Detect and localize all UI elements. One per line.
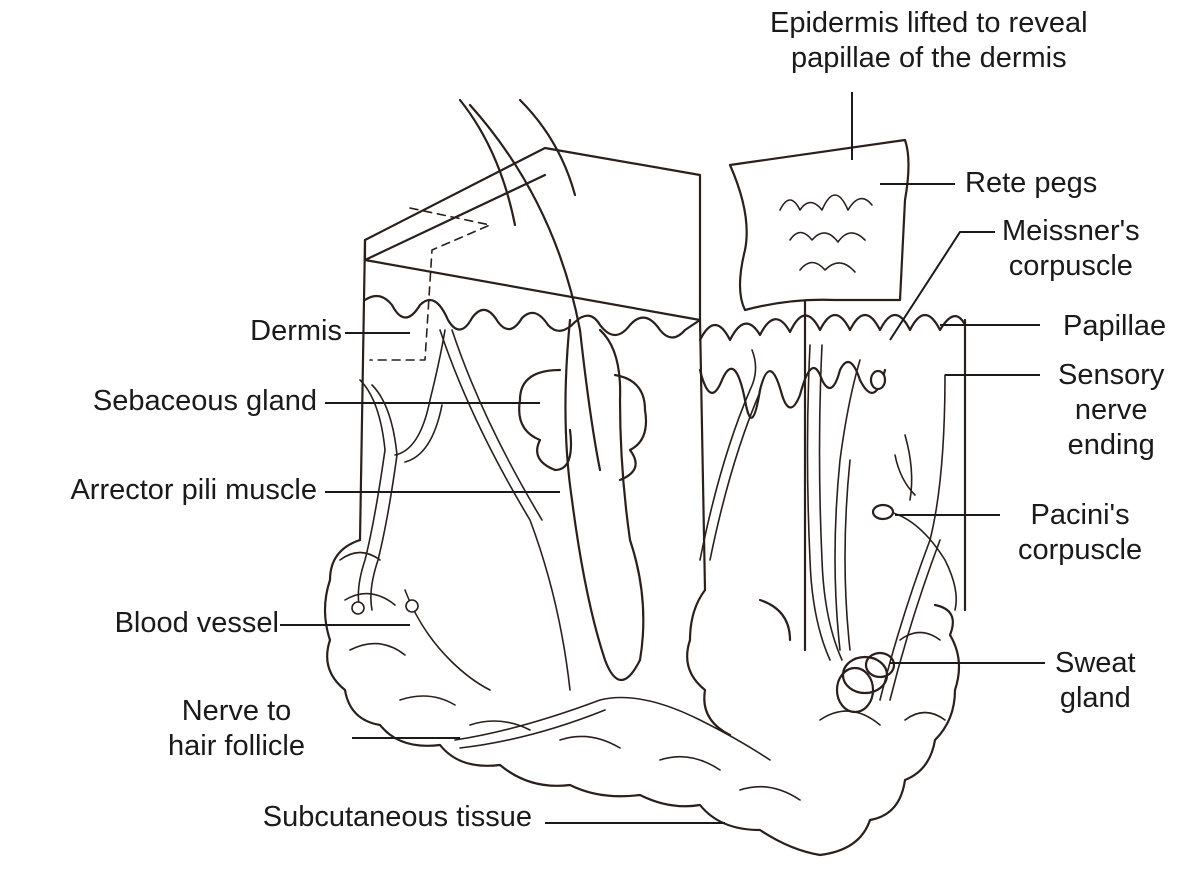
label-meissners: Meissner's corpuscle [1002,214,1140,284]
label-sweat-line1: Sweat [1055,646,1136,681]
label-epidermis-line2: papillae of the dermis [770,41,1088,76]
nerve-to-follicle-bundle [455,698,770,761]
blood-vessel-loop [395,330,445,462]
label-nerve-follicle: Nerve to hair follicle [168,694,305,764]
sebaceous-gland [519,370,571,470]
dermis-wavy-boundary [365,296,700,338]
label-sensory-line2: nerve [1058,393,1164,428]
fat-lobules-center [687,590,790,735]
label-sweat-gland: Sweat gland [1055,646,1136,716]
label-papillae: Papillae [1063,309,1166,344]
papillae-row [700,315,965,340]
label-dermis: Dermis [250,314,342,349]
cutout-dashed-outline [370,208,490,360]
label-sweat-line2: gland [1055,681,1136,716]
label-epidermis-lifted: Epidermis lifted to reveal papillae of t… [770,6,1088,76]
label-sebaceous: Sebaceous gland [93,384,317,419]
label-blood-vessel: Blood vessel [115,606,279,641]
block-right-face [700,300,965,650]
vessel-opening-2 [406,600,418,612]
hair-shaft-1 [460,100,515,225]
sensory-nerve-fibers [835,360,945,700]
label-meissners-line1: Meissner's [1002,214,1140,249]
blood-vessel-left [358,380,397,610]
label-pacinis-line1: Pacini's [1018,498,1142,533]
meissner-corpuscle [871,371,885,389]
nerve-branch-dermis [700,350,760,560]
label-sensory-line1: Sensory [1058,358,1164,393]
pacini-corpuscle [873,505,893,519]
label-epidermis-line1: Epidermis lifted to reveal [770,6,1088,41]
sensory-branches [895,435,915,500]
label-arrector: Arrector pili muscle [70,473,317,508]
nerve-branch-follicle [440,330,570,690]
label-sensory-line3: ending [1058,428,1164,463]
label-pacinis-line2: corpuscle [1018,533,1142,568]
lifted-epidermis-flap [730,140,909,310]
label-meissners-line2: corpuscle [1002,249,1140,284]
epidermis-top-surface [365,148,700,320]
label-nerve-line1: Nerve to [168,694,305,729]
label-rete-pegs: Rete pegs [965,166,1097,201]
block-left-face [360,240,365,540]
hair-follicle [565,320,643,680]
label-nerve-line2: hair follicle [168,729,305,764]
label-pacinis: Pacini's corpuscle [1018,498,1142,568]
label-subcutaneous: Subcutaneous tissue [263,800,532,835]
hair-shaft-main [470,105,600,470]
label-sensory: Sensory nerve ending [1058,358,1164,462]
sweat-gland-coil [837,653,894,712]
vessel-opening-1 [352,602,364,614]
